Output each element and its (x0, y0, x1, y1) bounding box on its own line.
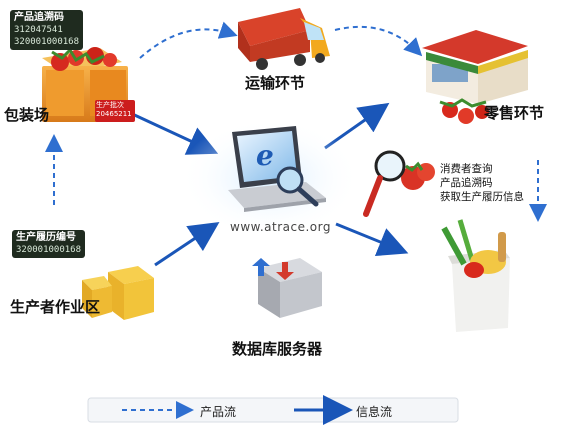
consumer-note-line1: 消费者查询 (440, 163, 493, 175)
consumer-magnifier-illustration (363, 150, 435, 217)
consumer-note-line3: 获取生产履历信息 (440, 191, 524, 203)
crate-label-line1: 生产批次 (96, 101, 124, 109)
consumer-note-line2: 产品追溯码 (440, 177, 493, 189)
laptop-web-illustration: e (180, 118, 360, 238)
transport-label: 运输环节 (245, 74, 306, 92)
legend-info-flow-label: 信息流 (356, 405, 393, 419)
traceability-code-title: 产品追溯码 (14, 12, 64, 23)
traceability-code-tag: 产品追溯码 312047541 320001000168 (10, 10, 84, 50)
traceability-code-line2: 320001000168 (14, 37, 80, 47)
database-server-illustration (252, 258, 322, 318)
retail-store-illustration (422, 30, 528, 124)
database-label: 数据库服务器 (232, 340, 323, 358)
production-record-title: 生产履历编号 (16, 232, 76, 243)
product-flow-arrow-pack-to-transport (139, 21, 238, 59)
product-flow-arrow-transport-to-retail (334, 25, 423, 57)
producer-label: 生产者作业区 (10, 298, 101, 316)
website-url: www.atrace.org (230, 220, 331, 234)
crate-label-line2: 20465211 (96, 110, 132, 118)
svg-text:e: e (256, 139, 274, 172)
crate-label: 生产批次 20465211 (96, 101, 132, 119)
info-flow-arrow-producer-to-web (154, 222, 220, 267)
production-record-code: 320001000168 (16, 245, 82, 255)
consumer-note: 消费者查询 产品追溯码 获取生产履历信息 (440, 162, 524, 204)
info-flow-arrow-web-to-consumer (335, 222, 409, 256)
producer-crates-illustration (82, 266, 154, 320)
grocery-bag-illustration (441, 219, 510, 332)
legend-product-flow-label: 产品流 (200, 405, 237, 419)
retail-label: 零售环节 (484, 104, 545, 122)
traceability-code-line1: 312047541 (14, 25, 63, 35)
delivery-truck-illustration (238, 8, 330, 70)
production-record-tag: 生产履历编号 320001000168 (12, 230, 86, 258)
packing-label: 包装场 (4, 106, 50, 124)
packing-crates-illustration (42, 47, 135, 122)
